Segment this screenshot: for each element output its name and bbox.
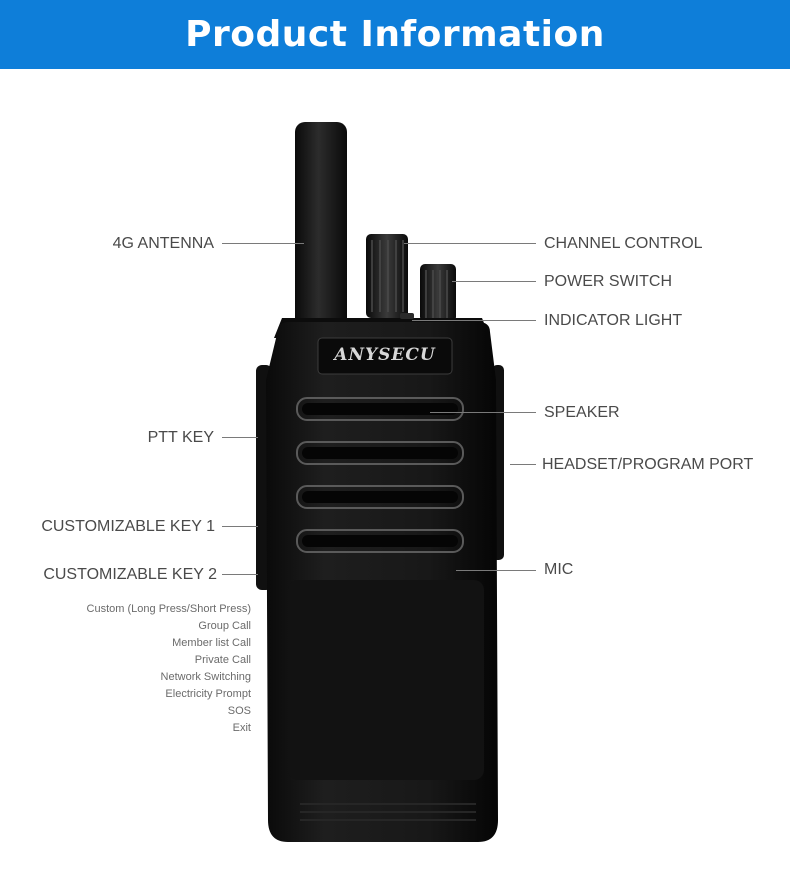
leader-line-channel: [404, 243, 536, 244]
label-customizable-key-1: CUSTOMIZABLE KEY 1: [41, 518, 215, 535]
speaker-grille: [296, 397, 464, 553]
label-speaker: SPEAKER: [544, 404, 620, 421]
label-mic: MIC: [544, 561, 574, 578]
label-headset-program-port: HEADSET/PROGRAM PORT: [542, 456, 754, 473]
battery: [288, 580, 484, 780]
label-indicator-light: INDICATOR LIGHT: [544, 312, 683, 329]
leader-line-ptt: [222, 437, 258, 438]
label-power-switch: POWER SWITCH: [544, 273, 672, 290]
key-function-item: Member list Call: [172, 637, 251, 649]
key-function-item: Custom (Long Press/Short Press): [86, 603, 251, 615]
key-function-item: Private Call: [194, 654, 251, 666]
leader-line-power: [452, 281, 536, 282]
label-ptt-key: PTT KEY: [147, 429, 214, 446]
header-banner: Product Information: [0, 0, 790, 69]
leader-line-key1: [222, 526, 258, 527]
channel-knob: [366, 234, 408, 318]
label-customizable-key-2: CUSTOMIZABLE KEY 2: [43, 566, 217, 583]
brand-logo: ANYSECU: [334, 345, 436, 365]
leader-line-headset: [510, 464, 536, 465]
label-channel-control: CHANNEL CONTROL: [544, 235, 703, 252]
label-4g-antenna: 4G ANTENNA: [112, 235, 214, 252]
leader-line-antenna: [222, 243, 304, 244]
leader-line-speaker: [430, 412, 536, 413]
leader-line-mic: [456, 570, 536, 571]
key-function-item: Exit: [232, 722, 251, 734]
key-function-item: SOS: [227, 705, 251, 717]
brand-plate: [317, 337, 453, 375]
antenna: [295, 122, 347, 332]
leader-line-indicator: [412, 320, 536, 321]
page-title: Product Information: [185, 14, 605, 55]
leader-line-key2: [222, 574, 258, 575]
indicator-light: [400, 313, 414, 319]
key-function-item: Network Switching: [160, 671, 251, 683]
key-function-item: Electricity Prompt: [165, 688, 251, 700]
key-function-item: Group Call: [198, 620, 251, 632]
